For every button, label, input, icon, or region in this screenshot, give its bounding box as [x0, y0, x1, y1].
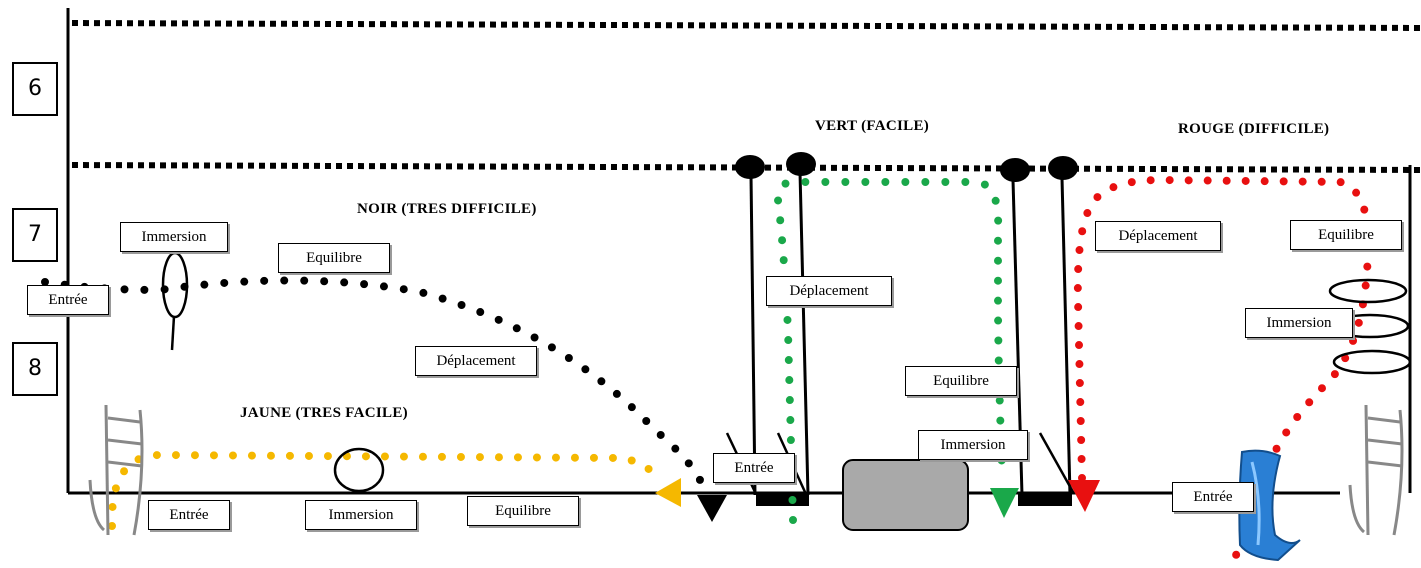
lane-number-7: 7	[12, 208, 58, 262]
noir-immersion-label: Immersion	[120, 222, 228, 252]
floating-mat-icon	[842, 459, 969, 531]
vert-buoy-left-b	[786, 152, 816, 176]
lane-number-6: 6	[12, 62, 58, 116]
rouge-deplacement-label: Déplacement	[1095, 221, 1221, 251]
vert-arrow-icon	[990, 488, 1019, 518]
hoop-stick	[170, 315, 176, 351]
vert-equilibre-label: Equilibre	[905, 366, 1017, 396]
vert-block-left	[756, 492, 809, 506]
rouge-entree-label: Entrée	[1172, 482, 1254, 512]
vert-immersion-label: Immersion	[918, 430, 1028, 460]
vert-buoy-right-b	[1048, 156, 1078, 180]
water-slide-icon	[1238, 449, 1301, 562]
noir-deplacement-label: Déplacement	[415, 346, 537, 376]
course-title-jaune: JAUNE (TRES FACILE)	[240, 405, 408, 421]
vert-buoy-left-a	[735, 155, 765, 179]
lane-number-8: 8	[12, 342, 58, 396]
vert-buoy-right-a	[1000, 158, 1030, 182]
pool-ladder-icon	[1348, 404, 1404, 536]
noir-entree-label: Entrée	[27, 285, 109, 315]
vert-post-left-b	[798, 171, 810, 496]
rouge-arrow-icon	[1068, 480, 1100, 512]
noir-equilibre-label: Equilibre	[278, 243, 390, 273]
noir-path	[41, 276, 704, 484]
hoop-icon	[1332, 349, 1412, 375]
vert-deplacement-label: Déplacement	[766, 276, 892, 306]
hoop-icon	[1328, 278, 1408, 304]
jaune-equilibre-label: Equilibre	[467, 496, 579, 526]
jaune-arrow-icon	[655, 478, 681, 507]
vert-entree-label: Entrée	[713, 453, 795, 483]
lane-rope-top	[71, 20, 1421, 31]
vert-path	[773, 178, 1006, 524]
jaune-immersion-label: Immersion	[305, 500, 417, 530]
jaune-entree-label: Entrée	[148, 500, 230, 530]
vert-post-left-a	[749, 174, 757, 496]
ramp-line-c	[1038, 432, 1075, 493]
vert-post-right-b	[1060, 177, 1072, 496]
hoop-icon	[333, 447, 385, 493]
course-title-vert: VERT (FACILE)	[815, 118, 930, 134]
course-title-noir: NOIR (TRES DIFFICILE)	[357, 201, 537, 217]
rouge-equilibre-label: Equilibre	[1290, 220, 1402, 250]
pool-ladder-icon	[88, 404, 144, 536]
rouge-immersion-label: Immersion	[1245, 308, 1353, 338]
noir-arrow-icon	[697, 495, 727, 522]
vert-block-right	[1018, 492, 1072, 506]
course-title-rouge: ROUGE (DIFFICILE)	[1178, 121, 1330, 137]
jaune-path	[107, 450, 662, 530]
